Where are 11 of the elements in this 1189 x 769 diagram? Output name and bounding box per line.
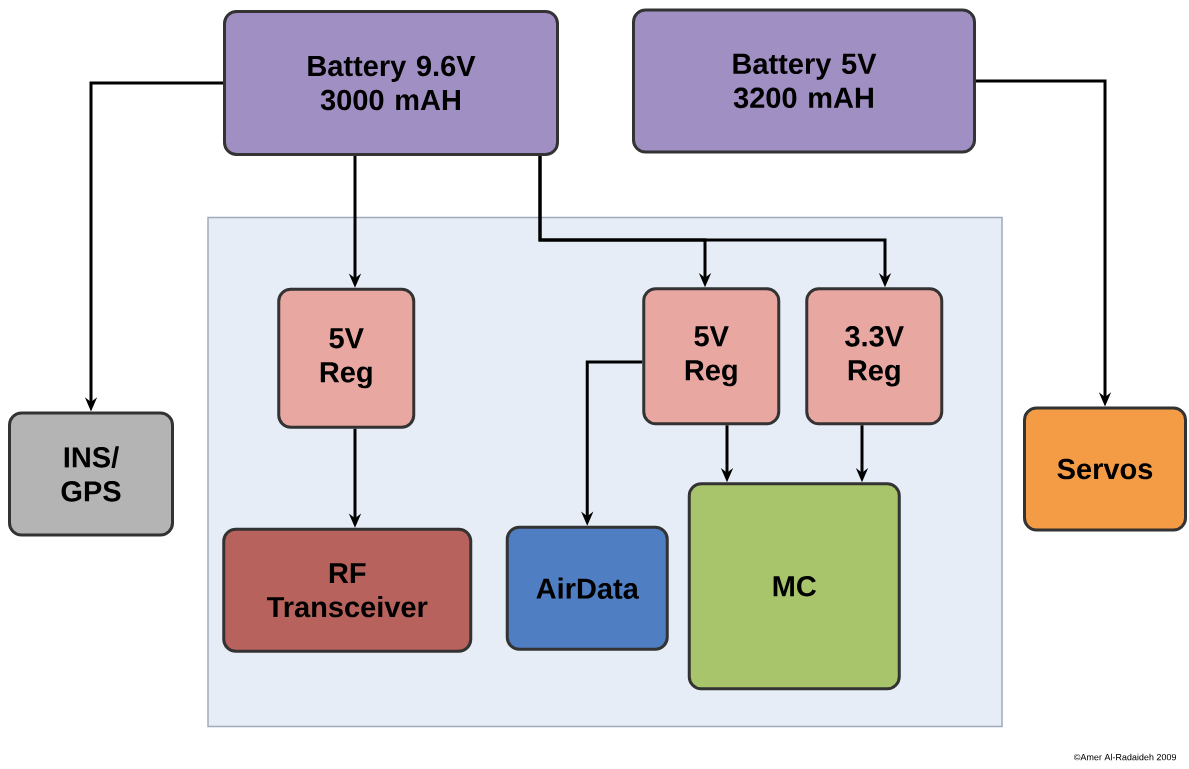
sensor-box: AirData xyxy=(505,525,669,651)
sensor-box: INS/ GPS xyxy=(8,411,174,537)
regulator-box: 3.3V Reg xyxy=(805,287,944,426)
regulator-box: 5V Reg xyxy=(277,287,416,429)
transceiver-box: RF Transceiver xyxy=(222,527,473,653)
regulator-box: 5V Reg xyxy=(642,287,781,426)
controller-box: MC xyxy=(687,482,901,691)
battery-box: Battery 5V 3200 mAH xyxy=(632,8,976,154)
battery-box: Battery 9.6V 3000 mAH xyxy=(223,10,559,156)
copyright-note: ©Amer Al-Radaideh 2009 xyxy=(1073,753,1177,761)
servo-box: Servos xyxy=(1023,406,1187,532)
